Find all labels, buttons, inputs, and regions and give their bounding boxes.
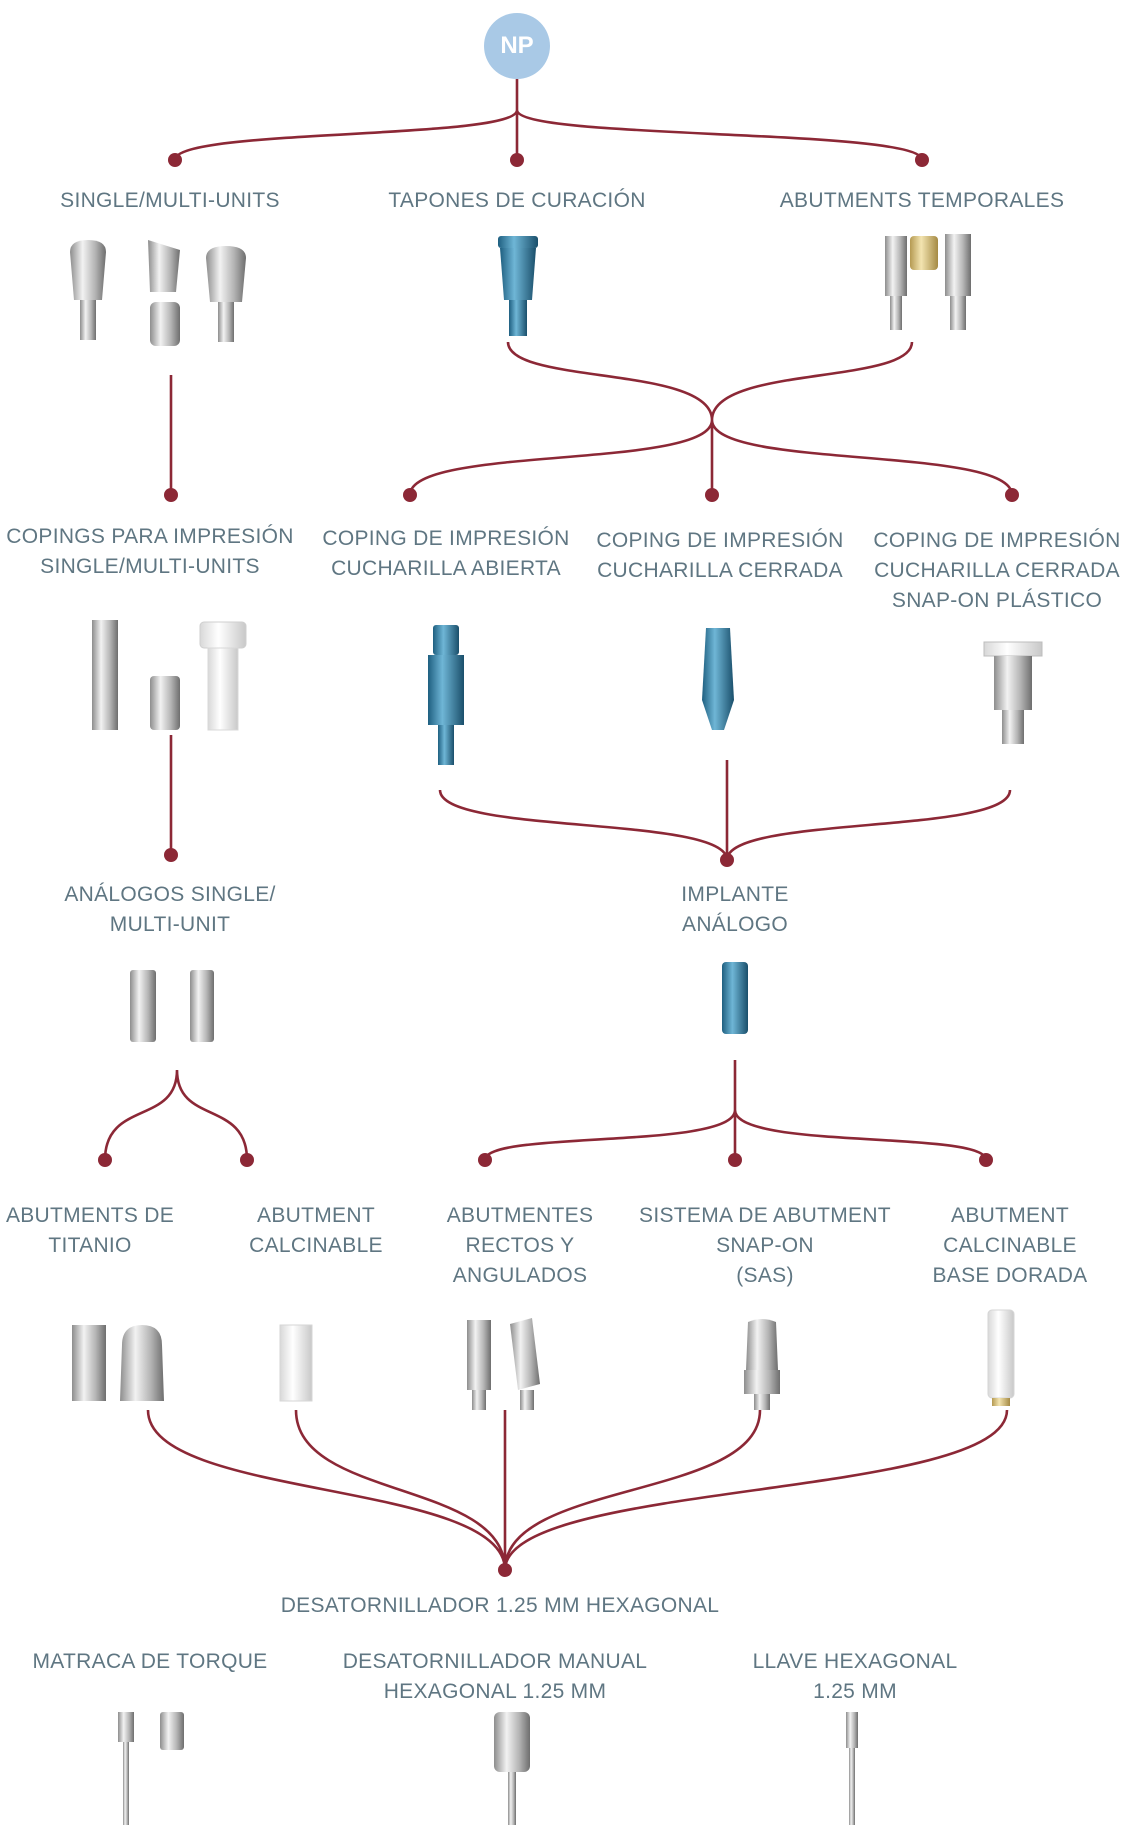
label-analogos-single-multi-unit: ANÁLOGOS SINGLE/ MULTI-UNIT: [64, 883, 276, 936]
gold-base-abutment-icon: [987, 1309, 1015, 1406]
connector-caps-to-copings: [408, 341, 1014, 496]
impression-copings-icon: [92, 620, 247, 731]
label-implante-analogo: IMPLANTE ANÁLOGO: [681, 883, 789, 936]
label-coping-snap-on-plastico: COPING DE IMPRESIÓN CUCHARILLA CERRADA S…: [873, 529, 1121, 612]
connector-implant-to-abutments: [483, 1060, 988, 1161]
temporary-abutments-icon: [885, 234, 971, 330]
hex-key-icon: [846, 1712, 858, 1825]
label-desatornillador-manual: DESATORNILLADOR MANUAL HEXAGONAL 1.25 MM: [342, 1650, 648, 1703]
label-abutments-temporales: ABUTMENTS TEMPORALES: [779, 189, 1065, 212]
torque-ratchet-icon: [118, 1712, 184, 1825]
label-single-multi-units: SINGLE/MULTI-UNITS: [60, 189, 280, 212]
label-coping-cucharilla-cerrada: COPING DE IMPRESIÓN CUCHARILLA CERRADA: [596, 529, 844, 582]
label-sistema-de-abutment-snap-on: SISTEMA DE ABUTMENT SNAP-ON (SAS): [639, 1204, 891, 1287]
label-abutments-de-titanio: ABUTMENTS DE TITANIO: [5, 1204, 175, 1257]
root-badge-np: NP: [484, 13, 550, 79]
label-abutmentes-rectos-angulados: ABUTMENTES RECTOS Y ANGULADOS: [446, 1204, 594, 1287]
label-desatornillador-hexagonal: DESATORNILLADOR 1.25 MM HEXAGONAL: [280, 1594, 720, 1617]
straight-angled-abutments-icon: [467, 1318, 540, 1410]
label-matraca-de-torque: MATRACA DE TORQUE: [32, 1650, 268, 1673]
label-copings-para-impresion: COPINGS PARA IMPRESIÓN SINGLE/MULTI-UNIT…: [6, 525, 294, 578]
snap-on-abutment-icon: [744, 1319, 780, 1410]
connector-abutments-to-driver: [146, 1409, 1009, 1571]
castable-abutment-icon: [279, 1324, 313, 1402]
label-abutment-calcinable: ABUTMENT CALCINABLE: [249, 1204, 383, 1257]
implant-analog-icon: [722, 962, 748, 1034]
label-tapones-de-curacion: TAPONES DE CURACIÓN: [388, 189, 646, 212]
connector-lines: [103, 79, 1014, 1571]
analogs-icon: [130, 970, 214, 1042]
connector-analogs-to-abutments: [103, 1069, 249, 1161]
manual-driver-icon: [494, 1712, 530, 1825]
titanium-abutments-icon: [72, 1325, 164, 1401]
healing-cap-icon: [498, 236, 538, 336]
label-abutment-calcinable-base-dorada: ABUTMENT CALCINABLE BASE DORADA: [932, 1204, 1088, 1287]
closed-tray-coping-icon: [702, 628, 734, 730]
connector-trays-to-implant: [438, 760, 1012, 861]
label-coping-cucharilla-abierta: COPING DE IMPRESIÓN CUCHARILLA ABIERTA: [322, 527, 570, 580]
snap-on-coping-icon: [983, 641, 1043, 744]
label-llave-hexagonal: LLAVE HEXAGONAL 1.25 MM: [752, 1650, 958, 1703]
open-tray-coping-icon: [428, 625, 464, 765]
abutment-trio-icon: [70, 240, 246, 346]
connector-root: [173, 79, 924, 161]
connector-dots: [98, 153, 1019, 1577]
